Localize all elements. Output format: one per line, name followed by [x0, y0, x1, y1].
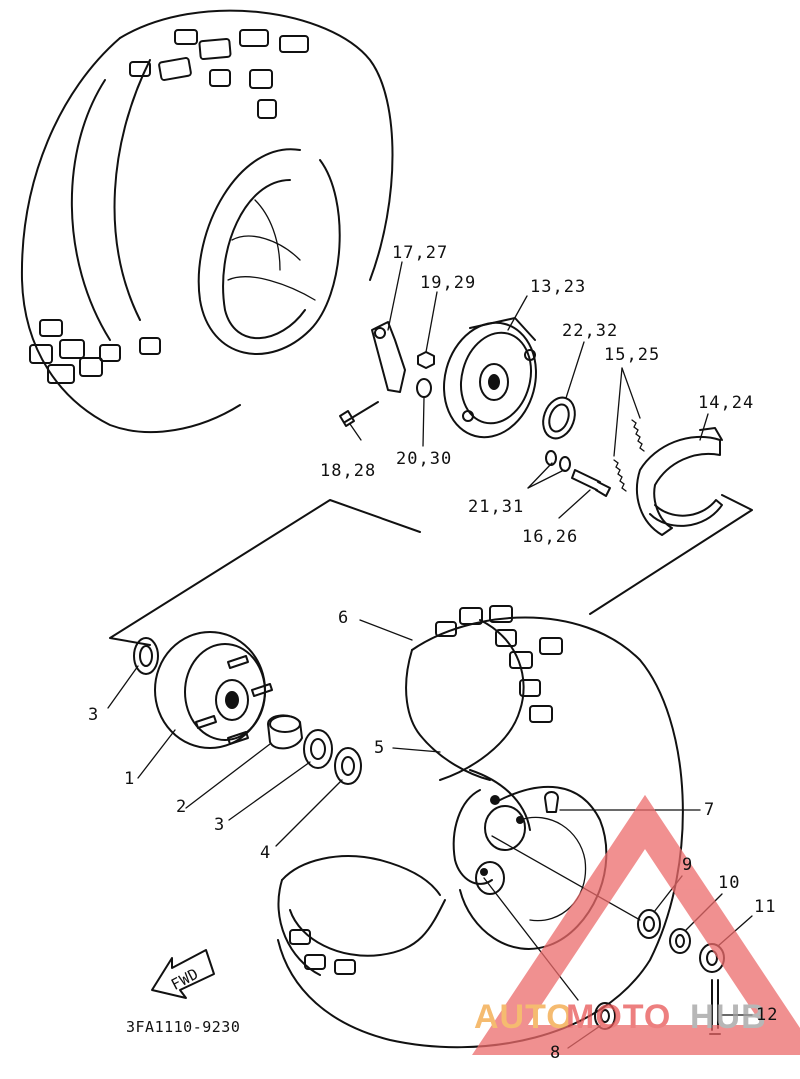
- fwd-label: FWD: [168, 965, 202, 994]
- hub-seal: [334, 747, 362, 785]
- part-label-9: 9: [682, 855, 693, 875]
- part-label-22-32: 22,32: [562, 321, 618, 341]
- leader-lines-upper: [349, 261, 709, 519]
- wheel-nut: [637, 909, 661, 939]
- part-label-20-30: 20,30: [396, 449, 452, 469]
- part-label-3-left: 3: [88, 705, 99, 725]
- brake-plate: [443, 317, 537, 439]
- brake-cam-lever: [371, 321, 406, 393]
- part-label-13-23: 13,23: [530, 277, 586, 297]
- part-label-15-25: 15,25: [604, 345, 660, 365]
- part-label-21-31: 21,31: [468, 497, 524, 517]
- part-label-18-28: 18,28: [320, 461, 376, 481]
- leader-lines-lower: [359, 619, 753, 1049]
- lever-washer: [416, 378, 432, 398]
- part-label-1: 1: [124, 769, 135, 789]
- part-number-labels: 17,27 19,29 13,23 22,32 15,25 14,24 18,2…: [88, 243, 778, 1063]
- part-label-11: 11: [754, 897, 776, 917]
- part-label-12: 12: [756, 1005, 778, 1025]
- part-label-10: 10: [718, 873, 740, 893]
- automotohub-watermark: AUTO MOTO HUB: [472, 794, 800, 1055]
- part-label-19-29: 19,29: [420, 273, 476, 293]
- wheel-washer: [669, 928, 691, 954]
- part-label-3-right: 3: [214, 815, 225, 835]
- oil-seal: [542, 396, 576, 440]
- part-label-14-24: 14,24: [698, 393, 754, 413]
- watermark-text-auto: AUTO: [474, 998, 574, 1036]
- part-label-17-27: 17,27: [392, 243, 448, 263]
- part-label-16-26: 16,26: [522, 527, 578, 547]
- hub-bearing: [133, 637, 159, 675]
- part-label-4: 4: [260, 843, 271, 863]
- watermark-text-hub: HUB: [690, 998, 767, 1036]
- valve-stem: [544, 791, 559, 813]
- lower-tire-illustration: [277, 605, 753, 1049]
- brake-shoe: [636, 435, 721, 536]
- lever-nut: [417, 351, 435, 369]
- upper-tire-illustration: [20, 9, 394, 434]
- lever-bolt: [339, 401, 379, 427]
- drawing-code: 3FA1110-9230: [126, 1018, 240, 1036]
- forward-direction-arrow: FWD: [151, 949, 215, 999]
- watermark-text-moto: MOTO: [566, 998, 671, 1036]
- hub-bearing-outer: [303, 729, 333, 769]
- brake-spring: [631, 419, 645, 452]
- leader-lines-hub: [107, 665, 343, 847]
- part-label-5: 5: [374, 738, 385, 758]
- hub-assembly-illustration: [107, 631, 362, 847]
- group-bracket: [109, 494, 753, 646]
- hub-spacer: [267, 714, 303, 750]
- part-label-7: 7: [704, 800, 715, 820]
- part-label-6: 6: [338, 608, 349, 628]
- small-washer: [545, 450, 557, 466]
- part-label-2: 2: [176, 797, 187, 817]
- brake-camshaft: [571, 469, 611, 497]
- part-label-8: 8: [550, 1043, 561, 1063]
- brake-assembly-illustration: [109, 261, 753, 646]
